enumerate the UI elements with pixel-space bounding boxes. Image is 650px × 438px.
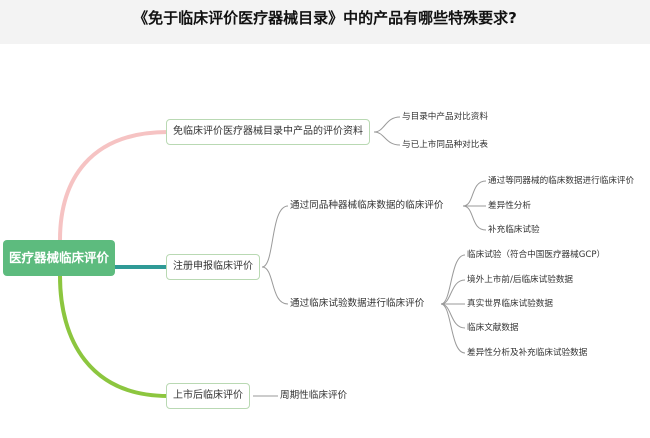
connector-s2-c2 xyxy=(440,279,466,305)
sub2-child-5: 差异性分析及补充临床试验数据 xyxy=(467,348,588,358)
connector-b2-s2 xyxy=(261,266,289,305)
connector-b1-c2 xyxy=(373,131,401,146)
branch1-child-2: 与已上市同品种对比表 xyxy=(402,140,488,150)
connector-s1-c3 xyxy=(462,205,487,231)
branch2-node: 注册申报临床评价 xyxy=(166,254,260,280)
sub1-child-2: 差异性分析 xyxy=(488,201,531,211)
connector-s1-c1 xyxy=(462,180,487,207)
page-title: 《免于临床评价医疗器械目录》中的产品有哪些特殊要求? xyxy=(133,9,517,27)
sub2-child-3: 真实世界临床试验数据 xyxy=(467,299,553,309)
connector-branch1 xyxy=(58,130,169,241)
sub1-child-1: 通过等同器械的临床数据进行临床评价 xyxy=(488,176,635,186)
connector-s2-c5 xyxy=(440,303,466,354)
connector-s2-c4 xyxy=(440,303,466,329)
branch3-child-1: 周期性临床评价 xyxy=(280,390,348,401)
root-node: 医疗器械临床评价 xyxy=(3,240,115,276)
sub1-child-3: 补充临床试验 xyxy=(488,225,540,235)
connector-b2-s1 xyxy=(261,205,289,268)
sub2-child-2: 境外上市前/后临床试验数据 xyxy=(467,275,574,285)
connector-branch3 xyxy=(58,275,169,398)
sub2-child-1: 临床试验（符合中国医疗器械GCP） xyxy=(467,250,606,260)
branch3-node: 上市后临床评价 xyxy=(166,383,250,409)
connector-b1-c1 xyxy=(373,116,401,133)
sub2-child-4: 临床文献数据 xyxy=(467,323,519,333)
branch1-child-1: 与目录中产品对比资料 xyxy=(402,112,488,122)
branch2-sub1-node: 通过同品种器械临床数据的临床评价 xyxy=(290,200,444,211)
title-bar xyxy=(0,0,650,44)
branch1-node: 免临床评价医疗器械目录中产品的评价资料 xyxy=(166,119,370,145)
branch2-sub2-node: 通过临床试验数据进行临床评价 xyxy=(290,298,425,309)
connector-s2-c1 xyxy=(440,254,466,305)
